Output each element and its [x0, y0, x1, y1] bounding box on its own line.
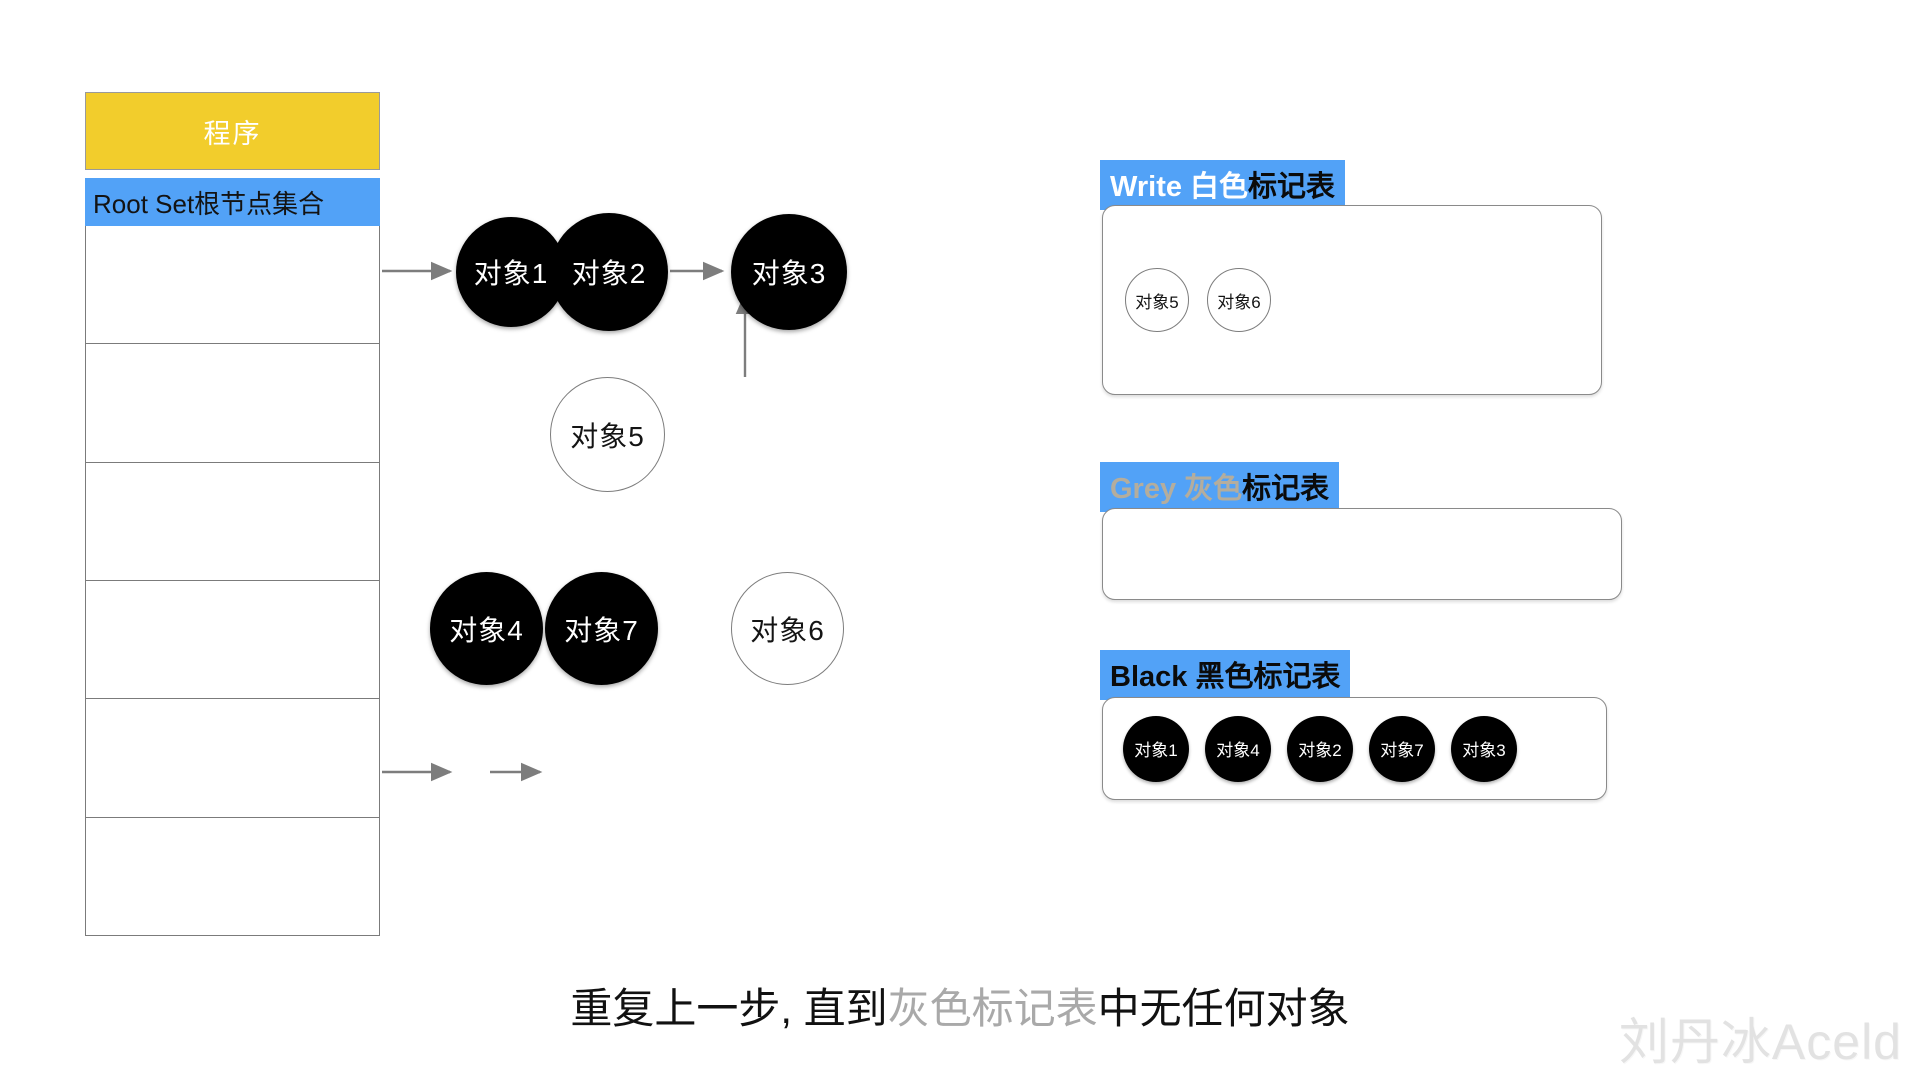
node-label: 对象2 [571, 258, 647, 289]
caption-suffix: 中无任何对象 [1097, 985, 1350, 1032]
node-label: 对象7 [564, 614, 639, 646]
node-label: 对象1 [473, 258, 549, 289]
program-label: 程序 [203, 118, 262, 149]
graph-node-obj2[interactable]: 对象2 [550, 213, 668, 331]
black-mark-chip[interactable]: 对象1 [1123, 715, 1189, 782]
stack-row [86, 226, 379, 345]
grey-mark-table-header: Grey 灰色 标记表 [1100, 462, 1340, 512]
chip-label: 对象6 [1217, 292, 1261, 312]
black-mark-table-body: 对象1 对象4 对象2 对象7 对象3 [1102, 697, 1607, 800]
root-set-stack-table [85, 226, 380, 936]
black-mark-chip[interactable]: 对象7 [1369, 715, 1435, 782]
black-mark-title-accent: Black 黑色 [1110, 661, 1254, 693]
black-mark-chip[interactable]: 对象2 [1287, 715, 1353, 782]
chip-label: 对象4 [1216, 741, 1260, 760]
chip-label: 对象2 [1298, 741, 1342, 760]
white-mark-table-header: Write 白色 标记表 [1100, 160, 1346, 210]
black-mark-title-tail: 标记表 [1253, 661, 1341, 693]
black-mark-chip[interactable]: 对象4 [1205, 715, 1271, 782]
caption-highlight: 灰色标记表 [887, 985, 1098, 1032]
graph-node-obj5[interactable]: 对象5 [550, 377, 665, 492]
node-label: 对象3 [751, 258, 827, 289]
grey-mark-title-accent: Grey 灰色 [1110, 473, 1243, 505]
graph-node-obj3[interactable]: 对象3 [731, 214, 847, 330]
stack-row [86, 581, 379, 700]
chip-label: 对象7 [1380, 741, 1424, 760]
graph-node-obj4[interactable]: 对象4 [430, 572, 543, 685]
grey-mark-table-body [1102, 508, 1622, 600]
black-mark-chip[interactable]: 对象3 [1451, 715, 1517, 782]
caption-prefix: 重复上一步, 直到 [570, 985, 888, 1032]
chip-label: 对象1 [1134, 741, 1178, 760]
white-mark-chip[interactable]: 对象6 [1207, 268, 1271, 332]
white-mark-table-body: 对象5 对象6 [1102, 205, 1602, 395]
chip-label: 对象5 [1135, 292, 1179, 312]
stack-row [86, 463, 379, 581]
stack-row [86, 818, 379, 935]
chip-label: 对象3 [1462, 741, 1506, 760]
caption: 重复上一步, 直到灰色标记表中无任何对象 [0, 975, 1920, 1036]
black-mark-table-header: Black 黑色 标记表 [1100, 650, 1351, 700]
stack-row [86, 699, 379, 818]
white-mark-title-tail: 标记表 [1248, 171, 1336, 203]
graph-node-obj7[interactable]: 对象7 [545, 572, 658, 685]
white-mark-chip[interactable]: 对象5 [1125, 268, 1189, 332]
node-label: 对象4 [449, 614, 524, 646]
program-box: 程序 [85, 92, 380, 170]
graph-node-obj1[interactable]: 对象1 [456, 217, 566, 327]
white-mark-title-accent: Write 白色 [1110, 171, 1249, 203]
watermark: 刘丹冰Aceld [1618, 1014, 1902, 1070]
graph-node-obj6[interactable]: 对象6 [731, 572, 844, 685]
root-set-label: Root Set根节点集合 [93, 188, 325, 219]
root-set-header: Root Set根节点集合 [85, 178, 380, 226]
stack-row [86, 344, 379, 463]
node-label: 对象6 [750, 614, 825, 646]
node-label: 对象5 [570, 420, 645, 452]
grey-mark-title-tail: 标记表 [1242, 473, 1330, 505]
